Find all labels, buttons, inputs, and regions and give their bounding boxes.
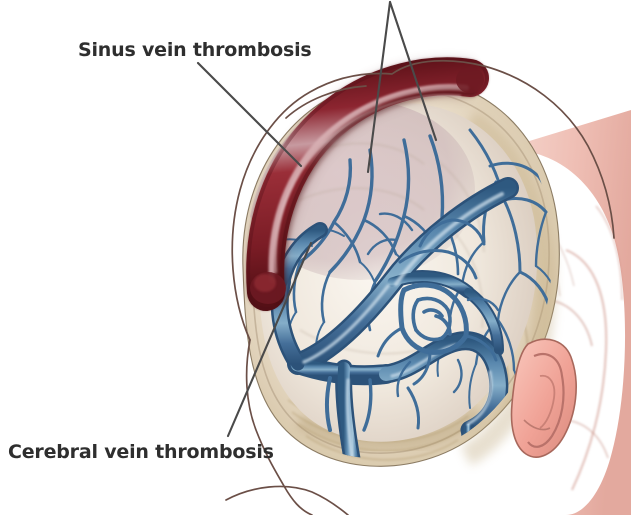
- external-ear: [510, 338, 577, 458]
- leader-line-cortical-pointer: [366, 0, 438, 174]
- label-cerebral-vein-thrombosis: Cerebral vein thrombosis: [8, 441, 274, 463]
- leader-line-sinus: [196, 61, 303, 168]
- label-sinus-vein-thrombosis: Sinus vein thrombosis: [78, 39, 312, 61]
- callout-leader-lines: [196, 0, 438, 438]
- leader-line-cerebral: [226, 241, 313, 438]
- scalp-outline: [225, 59, 615, 515]
- sinus-vein-thrombosis: [246, 57, 489, 311]
